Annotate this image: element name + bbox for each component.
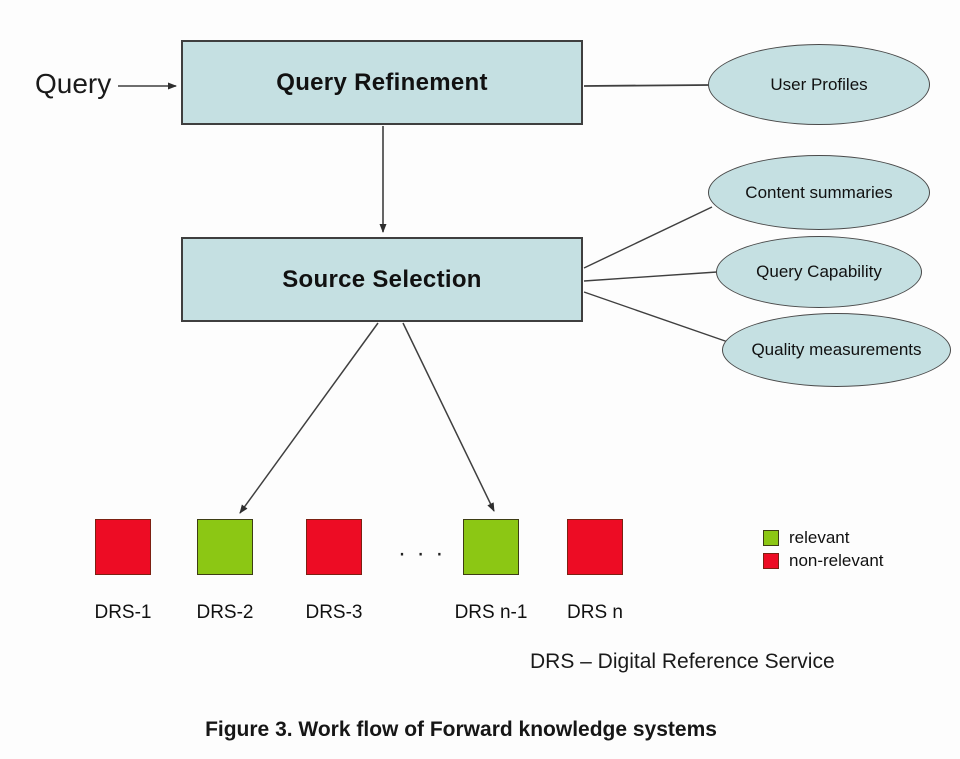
source-selection-label: Source Selection xyxy=(282,265,482,293)
drs-3-label: DRS-3 xyxy=(305,602,363,623)
user-profiles-label: User Profiles xyxy=(770,74,868,94)
drs-1-square[interactable] xyxy=(95,519,151,575)
drs-3-square[interactable] xyxy=(306,519,362,575)
quality-measurements-label: Quality measurements xyxy=(751,340,922,359)
drs-2-square[interactable] xyxy=(197,519,253,575)
legend: relevant non-relevant xyxy=(763,526,884,572)
line-selection-to-quality-measurements xyxy=(583,291,729,343)
user-profiles-ellipse[interactable]: User Profiles xyxy=(708,44,930,125)
arrow-selection-to-drs-n1 xyxy=(402,322,495,512)
query-capability-label: Query Capability xyxy=(756,262,882,281)
legend-row-non-relevant: non-relevant xyxy=(763,549,884,572)
figure-caption: Figure 3. Work flow of Forward knowledge… xyxy=(205,718,717,741)
query-refinement-box[interactable]: Query Refinement xyxy=(181,40,583,125)
relevant-swatch-icon xyxy=(763,529,779,546)
drs-n1-square[interactable] xyxy=(463,519,519,575)
ellipsis-dots: · · · xyxy=(398,540,446,567)
content-summaries-label: Content summaries xyxy=(745,182,893,202)
query-refinement-label: Query Refinement xyxy=(276,68,488,96)
content-summaries-ellipse[interactable]: Content summaries xyxy=(708,155,930,230)
drs-n1-label: DRS n-1 xyxy=(454,602,528,623)
line-selection-to-query-capability xyxy=(583,271,718,282)
drs-1-label: DRS-1 xyxy=(94,602,152,623)
legend-relevant-label: relevant xyxy=(789,527,850,547)
legend-non-relevant-label: non-relevant xyxy=(789,550,884,570)
drs-n-square[interactable] xyxy=(567,519,623,575)
line-refinement-to-user-profiles xyxy=(583,84,711,87)
legend-row-relevant: relevant xyxy=(763,526,884,549)
drs-2-label: DRS-2 xyxy=(196,602,254,623)
drs-abbreviation-note: DRS – Digital Reference Service xyxy=(530,650,835,673)
source-selection-box[interactable]: Source Selection xyxy=(181,237,583,322)
line-selection-to-content-summaries xyxy=(583,206,713,269)
non-relevant-swatch-icon xyxy=(763,552,779,569)
arrow-selection-to-drs2 xyxy=(239,322,379,514)
drs-n-label: DRS n xyxy=(567,602,623,623)
query-capability-ellipse[interactable]: Query Capability xyxy=(716,236,922,308)
query-input-label: Query xyxy=(35,68,112,99)
quality-measurements-ellipse[interactable]: Quality measurements xyxy=(722,313,951,387)
